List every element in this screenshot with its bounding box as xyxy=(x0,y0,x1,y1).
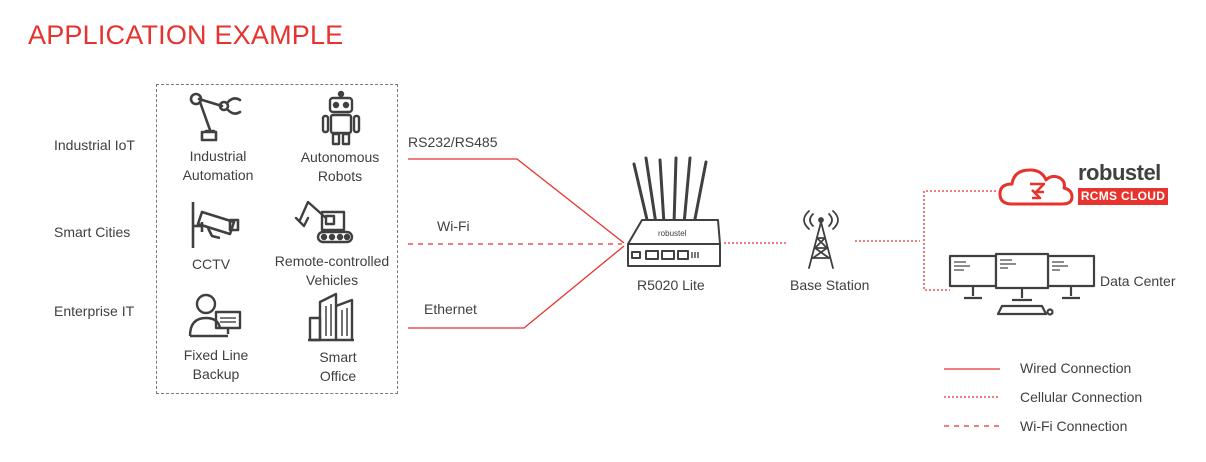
app-industrial-automation: Industrial Automation xyxy=(148,147,288,185)
app-label-line: Robots xyxy=(317,168,363,184)
app-label-line: CCTV xyxy=(191,256,231,272)
category-enterprise-it: Enterprise IT xyxy=(54,303,135,319)
app-remote-controlled-vehicles: Remote-controlled Vehicles xyxy=(262,252,402,290)
category-industrial-iot: Industrial IoT xyxy=(54,137,135,153)
serial-wired-line xyxy=(408,158,625,244)
router-icon xyxy=(627,156,721,267)
legend-wifi-label: Wi-Fi Connection xyxy=(1020,418,1128,434)
user-computer-icon xyxy=(188,293,242,338)
cctv-camera-icon xyxy=(191,202,240,248)
robot-arm-icon xyxy=(189,92,242,142)
app-label-line: Automation xyxy=(182,167,254,183)
cloud-brand-logo: robustel xyxy=(1078,160,1161,185)
applications-box xyxy=(156,84,398,394)
app-label-line: Remote-controlled xyxy=(274,253,390,269)
app-label-line: Office xyxy=(319,368,357,384)
app-label-line: Vehicles xyxy=(305,272,359,288)
data-center-icon xyxy=(948,252,1096,316)
app-label-line: Backup xyxy=(192,366,240,382)
router-logo: robustel xyxy=(658,229,687,238)
router-label: R5020 Lite xyxy=(637,277,705,293)
app-autonomous-robots: Autonomous Robots xyxy=(270,148,410,186)
cloud-icon xyxy=(998,168,1074,206)
app-fixed-line-backup: Fixed Line Backup xyxy=(146,346,286,384)
backbone-to-cloud-line xyxy=(923,190,996,291)
legend-cellular-label: Cellular Connection xyxy=(1020,389,1143,405)
app-label-line: Industrial xyxy=(189,148,247,164)
category-smart-cities: Smart Cities xyxy=(54,224,131,240)
legend-wired-label: Wired Connection xyxy=(1020,360,1132,376)
data-center-label: Data Center xyxy=(1100,273,1176,289)
robot-icon xyxy=(321,90,361,146)
app-label-line: Fixed Line xyxy=(183,347,249,363)
app-smart-office: Smart Office xyxy=(268,348,408,386)
page-title: APPLICATION EXAMPLE xyxy=(28,20,344,50)
link-label-wifi: Wi-Fi xyxy=(437,218,470,234)
app-cctv: CCTV xyxy=(141,255,281,274)
app-label-line: Autonomous xyxy=(300,149,380,165)
base-station-label: Base Station xyxy=(790,277,870,293)
link-label-ethernet: Ethernet xyxy=(424,301,477,317)
link-label-serial: RS232/RS485 xyxy=(408,134,498,150)
office-building-icon xyxy=(308,292,354,342)
ethernet-wired-line xyxy=(408,245,625,329)
rcms-cloud-badge: RCMS CLOUD xyxy=(1078,188,1168,205)
cell-tower-icon xyxy=(803,210,839,269)
app-label-line: Smart xyxy=(319,349,357,365)
excavator-icon xyxy=(294,200,354,244)
